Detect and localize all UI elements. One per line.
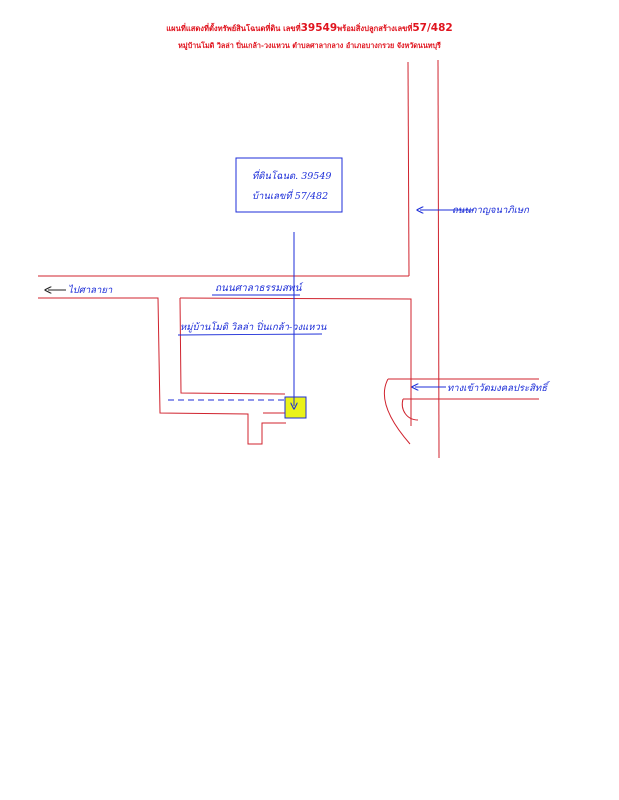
- to-left-label: ไปศาลายา: [68, 285, 113, 296]
- house-label: บ้านเลขที่ 57/482: [252, 191, 329, 202]
- house-number: 57/482: [412, 22, 453, 34]
- road-kanchana-left-edge: [407, 61, 410, 277]
- deed-label-box: [235, 157, 343, 213]
- road-kanchana-label: ถนนกาญจนาภิเษก: [452, 205, 529, 216]
- header-text: แผนที่แสดงที่ตั้งทรัพย์สินโฉนดที่ดิน เลข…: [166, 24, 301, 33]
- road-soi-top-edge: [179, 297, 412, 426]
- right-soi-curve: [383, 378, 411, 445]
- road-kanchana-right-edge: [437, 59, 440, 459]
- deed-number: 39549: [300, 22, 338, 34]
- deed-label: ที่ดินโฉนด. 39549: [252, 171, 332, 182]
- right-soi-label: ทางเข้าวัดมงคลประสิทธิ์: [447, 383, 547, 394]
- header-line-1: แผนที่แสดงที่ตั้งทรัพย์สินโฉนดที่ดิน เลข…: [0, 22, 619, 35]
- road-soi-inner-edge: [179, 297, 286, 395]
- road-bottom-edge: [38, 297, 286, 445]
- parcel-marker: [284, 396, 307, 419]
- header-text: พร้อมสิ่งปลูกสร้างเลขที่: [337, 24, 413, 33]
- right-soi-inner-curve: [401, 398, 419, 421]
- label-underline-village: [177, 333, 323, 336]
- village-label: หมู่บ้านโมดิ วิลล่า ปิ่นเกล้า-วงแหวน: [180, 322, 327, 333]
- header-line-2: หมู่บ้านโมดิ วิลล่า ปิ่นเกล้า-วงแหวน ตำบ…: [178, 41, 441, 50]
- road-salathammasop-label: ถนนศาลาธรรมสพน์: [215, 283, 302, 294]
